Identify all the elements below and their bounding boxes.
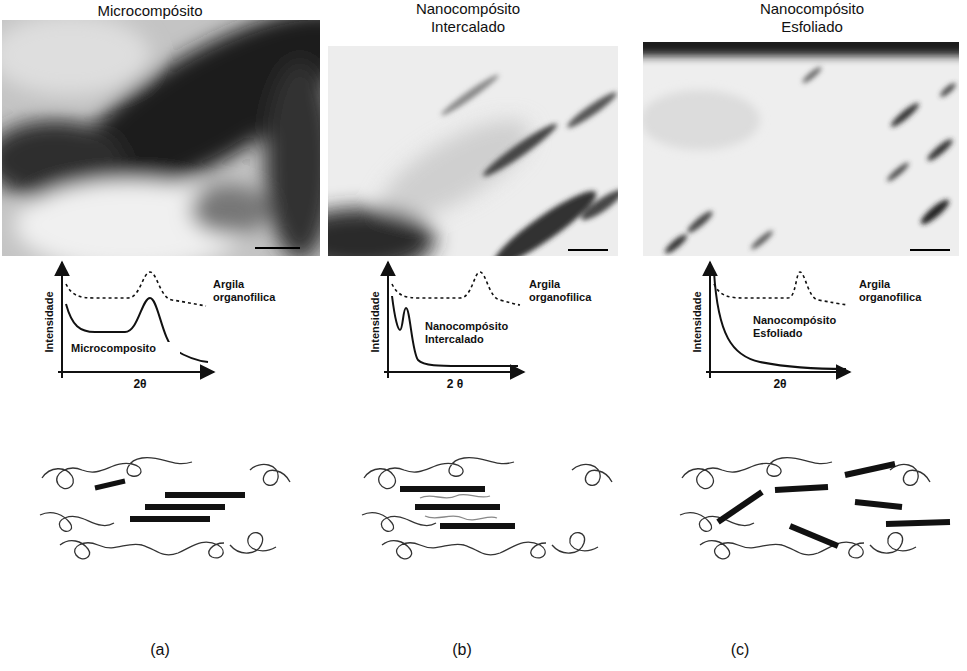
tem-image — [643, 42, 959, 256]
schematic — [362, 458, 612, 559]
scale-bar — [568, 249, 608, 251]
tem-streak — [480, 119, 561, 180]
clay-platelet — [145, 504, 225, 510]
y-axis — [61, 262, 63, 378]
tem-streak — [439, 72, 501, 119]
axis-label: Intensidade — [369, 290, 382, 353]
clay-platelet — [718, 492, 762, 522]
axis-label: 2θ — [120, 377, 160, 391]
xrd-curve-clay — [392, 272, 520, 305]
x-axis — [706, 371, 850, 373]
tem-streak — [663, 232, 690, 256]
tem-region — [2, 20, 150, 95]
xrd-curve-clay — [714, 272, 848, 305]
tem-streak — [918, 197, 952, 228]
panel-title: Nanocompósito Intercalado — [403, 0, 533, 36]
clay-platelet — [440, 523, 515, 529]
schematic — [40, 458, 290, 559]
clay-platelet — [130, 516, 210, 522]
tem-region — [643, 90, 760, 150]
clay-platelet — [775, 487, 828, 490]
clay-platelet — [790, 526, 838, 546]
scale-bar — [255, 247, 300, 249]
axis-label: 2θ — [760, 377, 800, 391]
clay-platelet — [886, 522, 950, 524]
schematic — [680, 458, 950, 559]
tem-image — [328, 46, 618, 256]
xrd-plot — [384, 262, 524, 378]
clay-platelet — [855, 502, 902, 507]
panel-letter: (c) — [715, 640, 765, 659]
polymer-chains — [40, 458, 290, 559]
panel-letter: (b) — [437, 640, 487, 659]
polymer-chains — [680, 458, 930, 559]
curve-label: Argila organofilica — [858, 278, 938, 304]
tem-streak — [889, 100, 922, 129]
x-axis — [384, 371, 524, 373]
curve-label: Argila organofilica — [528, 278, 608, 304]
y-axis — [709, 262, 711, 378]
tem-streak — [801, 65, 823, 85]
x-axis — [58, 371, 214, 373]
curve-label: Nanocompósito Esfoliado — [752, 314, 852, 340]
panel-letter: (a) — [135, 640, 185, 659]
scale-bar — [910, 249, 950, 251]
tem-image — [2, 20, 320, 256]
tem-streak — [565, 89, 618, 132]
y-axis — [387, 262, 389, 378]
curve-label: Argila organofilica — [212, 278, 292, 304]
polymer-chains — [362, 458, 612, 559]
tem-region — [265, 60, 320, 256]
panel-title: Microcompósito — [40, 2, 260, 20]
curve-label: Microcomposito — [70, 342, 180, 355]
tem-streak — [685, 209, 715, 236]
xrd-plot — [58, 262, 214, 378]
tem-streak — [938, 81, 957, 98]
tem-streak — [925, 137, 955, 164]
clay-platelet — [165, 492, 245, 498]
tem-region — [328, 208, 435, 256]
panel-title: Nanocompósito Esfoliado — [747, 0, 877, 36]
tem-streak — [885, 161, 910, 184]
clay-platelet — [845, 464, 895, 475]
axis-label: Intensidade — [691, 290, 704, 353]
curve-label: Nanocompósito Intercalado — [424, 320, 524, 346]
clay-platelet — [400, 486, 485, 492]
tem-streak — [578, 186, 618, 225]
xrd-curve-composite — [66, 298, 208, 362]
tem-region — [643, 42, 959, 56]
axis-label: Intensidade — [43, 290, 56, 353]
clay-platelet — [95, 481, 125, 488]
tem-streak — [749, 229, 774, 252]
xrd-curve-clay — [66, 272, 206, 306]
axis-label: 2 θ — [435, 377, 475, 391]
clay-platelet — [415, 504, 500, 510]
tem-region — [190, 185, 270, 235]
